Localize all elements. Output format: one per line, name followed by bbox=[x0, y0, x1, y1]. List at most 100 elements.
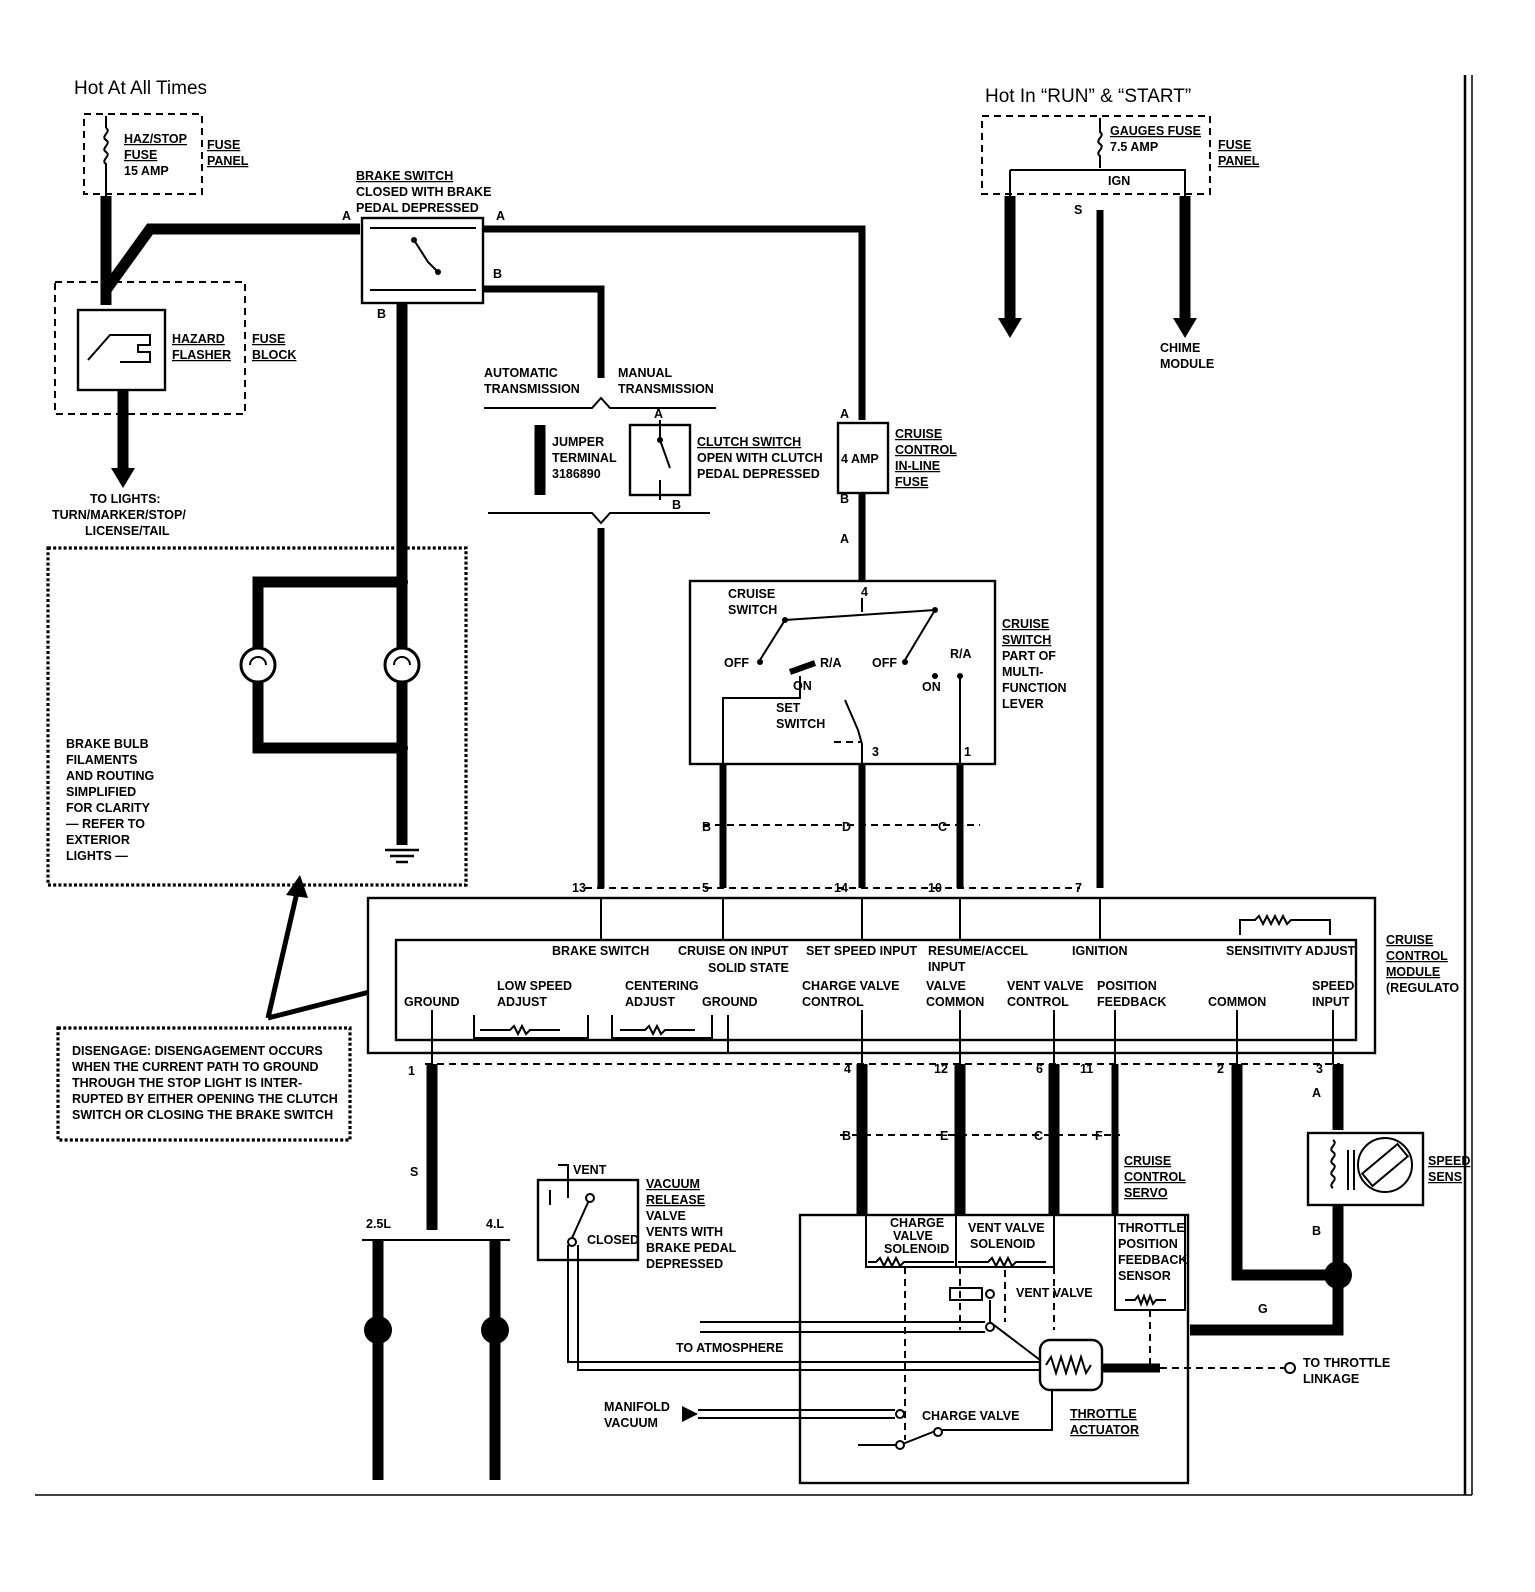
svg-text:15 AMP: 15 AMP bbox=[124, 164, 169, 178]
svg-text:CHARGE VALVE: CHARGE VALVE bbox=[802, 979, 899, 993]
svg-text:RELEASE: RELEASE bbox=[646, 1193, 705, 1207]
throttle-actuator-body bbox=[1038, 1338, 1104, 1392]
stop-lamp-ground-icon bbox=[385, 848, 419, 864]
manifold-vacuum-line bbox=[698, 1409, 895, 1419]
throttle-actuator-label: THROTTLE ACTUATOR bbox=[1070, 1407, 1139, 1437]
module-common: COMMON bbox=[1208, 995, 1266, 1009]
conn-c-servo: C bbox=[1034, 1129, 1043, 1143]
conn-a-cruise-switch: A bbox=[840, 532, 849, 546]
module-pin-6: 6 bbox=[1036, 1062, 1043, 1076]
svg-text:VACUUM: VACUUM bbox=[604, 1416, 658, 1430]
svg-text:PART OF: PART OF bbox=[1002, 649, 1056, 663]
svg-text:FEEDBACK: FEEDBACK bbox=[1118, 1253, 1187, 1267]
manual-transmission-label: MANUAL TRANSMISSION bbox=[618, 366, 714, 396]
conn-a-inline-fuse: A bbox=[840, 407, 849, 421]
svg-text:OPEN WITH CLUTCH: OPEN WITH CLUTCH bbox=[697, 451, 823, 465]
module-pin-14: 14 bbox=[834, 881, 848, 895]
brake-switch-pivot bbox=[411, 237, 417, 243]
vacuum-release-hose bbox=[567, 1245, 1040, 1371]
svg-text:SENSOR: SENSOR bbox=[1118, 1269, 1171, 1283]
brake-bulb-note: BRAKE BULB FILAMENTS AND ROUTING SIMPLIF… bbox=[66, 737, 154, 863]
cruise-switch-off-label-right: OFF bbox=[872, 656, 897, 670]
arrow-gauges-down bbox=[998, 318, 1022, 338]
brake-switch-label: BRAKE SWITCH CLOSED WITH BRAKE PEDAL DEP… bbox=[356, 169, 491, 215]
svg-text:THROUGH THE STOP LIGHT IS INTE: THROUGH THE STOP LIGHT IS INTER- bbox=[72, 1076, 302, 1090]
vacuum-release-vent-label: VENT bbox=[573, 1163, 607, 1177]
svg-text:PANEL: PANEL bbox=[1218, 154, 1260, 168]
svg-text:CONTROL: CONTROL bbox=[802, 995, 864, 1009]
module-speed-input: SPEED INPUT bbox=[1312, 979, 1354, 1009]
svg-text:3186890: 3186890 bbox=[552, 467, 601, 481]
svg-text:POSITION: POSITION bbox=[1118, 1237, 1178, 1251]
brake-switch-contacts bbox=[370, 227, 476, 291]
svg-text:SOLID STATE: SOLID STATE bbox=[708, 961, 789, 975]
conn-e-servo: E bbox=[940, 1129, 948, 1143]
svg-text:FOR CLARITY: FOR CLARITY bbox=[66, 801, 151, 815]
cruise-switch-on-contact bbox=[788, 660, 817, 675]
svg-text:CRUISE: CRUISE bbox=[1124, 1154, 1171, 1168]
svg-text:SIMPLIFIED: SIMPLIFIED bbox=[66, 785, 136, 799]
disengage-note-box bbox=[56, 1026, 352, 1142]
gauges-fuse-panel bbox=[981, 115, 1211, 195]
svg-text:SWITCH OR CLOSING THE BRAKE SW: SWITCH OR CLOSING THE BRAKE SWITCH bbox=[72, 1108, 333, 1122]
wire-sensor-to-tps bbox=[1190, 1205, 1344, 1336]
vent-valve-contact bbox=[985, 1289, 995, 1299]
tps-sensor-resistor bbox=[1125, 1293, 1166, 1307]
charge-valve-inlet bbox=[895, 1409, 905, 1419]
svg-text:SET: SET bbox=[776, 701, 801, 715]
module-valve-common: VALVE COMMON bbox=[926, 979, 984, 1009]
speed-sensor-magnet bbox=[1360, 1142, 1410, 1188]
svg-text:PANEL: PANEL bbox=[207, 154, 249, 168]
cruise-switch-bus bbox=[784, 598, 936, 621]
svg-text:FILAMENTS: FILAMENTS bbox=[66, 753, 138, 767]
gauges-fuse-bus bbox=[1009, 169, 1186, 196]
module-set-speed-input: SET SPEED INPUT bbox=[806, 944, 917, 958]
module-pin-7: 7 bbox=[1075, 881, 1082, 895]
svg-text:SWITCH: SWITCH bbox=[728, 603, 777, 617]
ground-4l-splice bbox=[481, 1316, 509, 1344]
ign-label: IGN bbox=[1108, 174, 1130, 188]
svg-text:SWITCH: SWITCH bbox=[1002, 633, 1051, 647]
module-centering-adjust: CENTERING ADJUST bbox=[625, 979, 699, 1009]
clutch-switch-label: CLUTCH SWITCH OPEN WITH CLUTCH PEDAL DEP… bbox=[697, 435, 823, 481]
haz-stop-fuse-panel bbox=[83, 113, 203, 195]
cruise-inline-fuse bbox=[836, 421, 890, 495]
svg-text:TO LIGHTS:: TO LIGHTS: bbox=[90, 492, 161, 506]
conn-a-clutch: A bbox=[654, 407, 663, 421]
pointer-to-brake-bulbs bbox=[265, 887, 301, 1019]
fuse-block-outline bbox=[54, 281, 246, 415]
speed-sensor bbox=[1306, 1131, 1425, 1207]
svg-text:MULTI-: MULTI- bbox=[1002, 665, 1043, 679]
vent-valve-solenoid-label: VENT VALVE SOLENOID bbox=[968, 1221, 1045, 1251]
vent-valve-arm bbox=[989, 1300, 1041, 1361]
vent-valve-port bbox=[949, 1287, 983, 1301]
cruise-control-servo-label: CRUISE CONTROL SERVO bbox=[1124, 1154, 1186, 1200]
clutch-switch-pivot bbox=[657, 437, 663, 443]
svg-text:CENTERING: CENTERING bbox=[625, 979, 699, 993]
svg-text:CONTROL: CONTROL bbox=[1007, 995, 1069, 1009]
transmission-brace-bottom bbox=[488, 512, 710, 525]
svg-text:SPEED: SPEED bbox=[1428, 1154, 1470, 1168]
cruise-switch-blades bbox=[759, 609, 936, 661]
stop-lamp-right-filament bbox=[393, 656, 411, 666]
vent-valve-pivot bbox=[985, 1322, 995, 1332]
svg-text:EXTERIOR: EXTERIOR bbox=[66, 833, 130, 847]
centering-adjust-bracket bbox=[611, 1015, 713, 1039]
svg-text:CONTROL: CONTROL bbox=[1124, 1170, 1186, 1184]
vent-valve-solenoid bbox=[955, 1214, 1055, 1268]
transmission-brace-top bbox=[484, 396, 716, 409]
cruise-switch-side-label: CRUISE SWITCH PART OF MULTI- FUNCTION LE… bbox=[1002, 617, 1067, 711]
svg-text:TERMINAL: TERMINAL bbox=[552, 451, 617, 465]
set-switch-label: SET SWITCH bbox=[776, 701, 825, 731]
svg-text:BLOCK: BLOCK bbox=[252, 348, 296, 362]
svg-text:CRUISE: CRUISE bbox=[1002, 617, 1049, 631]
svg-text:FUSE: FUSE bbox=[124, 148, 157, 162]
vent-valve-solenoid-coil bbox=[958, 1255, 1046, 1269]
svg-text:AUTOMATIC: AUTOMATIC bbox=[484, 366, 558, 380]
fuse-panel-left-label: FUSE PANEL bbox=[207, 138, 249, 168]
ground-split-4l: 4.L bbox=[486, 1217, 504, 1231]
svg-text:VENT VALVE: VENT VALVE bbox=[1007, 979, 1084, 993]
speed-sensor-core bbox=[1347, 1150, 1355, 1190]
svg-text:JUMPER: JUMPER bbox=[552, 435, 604, 449]
brake-bulb-region bbox=[46, 546, 468, 887]
